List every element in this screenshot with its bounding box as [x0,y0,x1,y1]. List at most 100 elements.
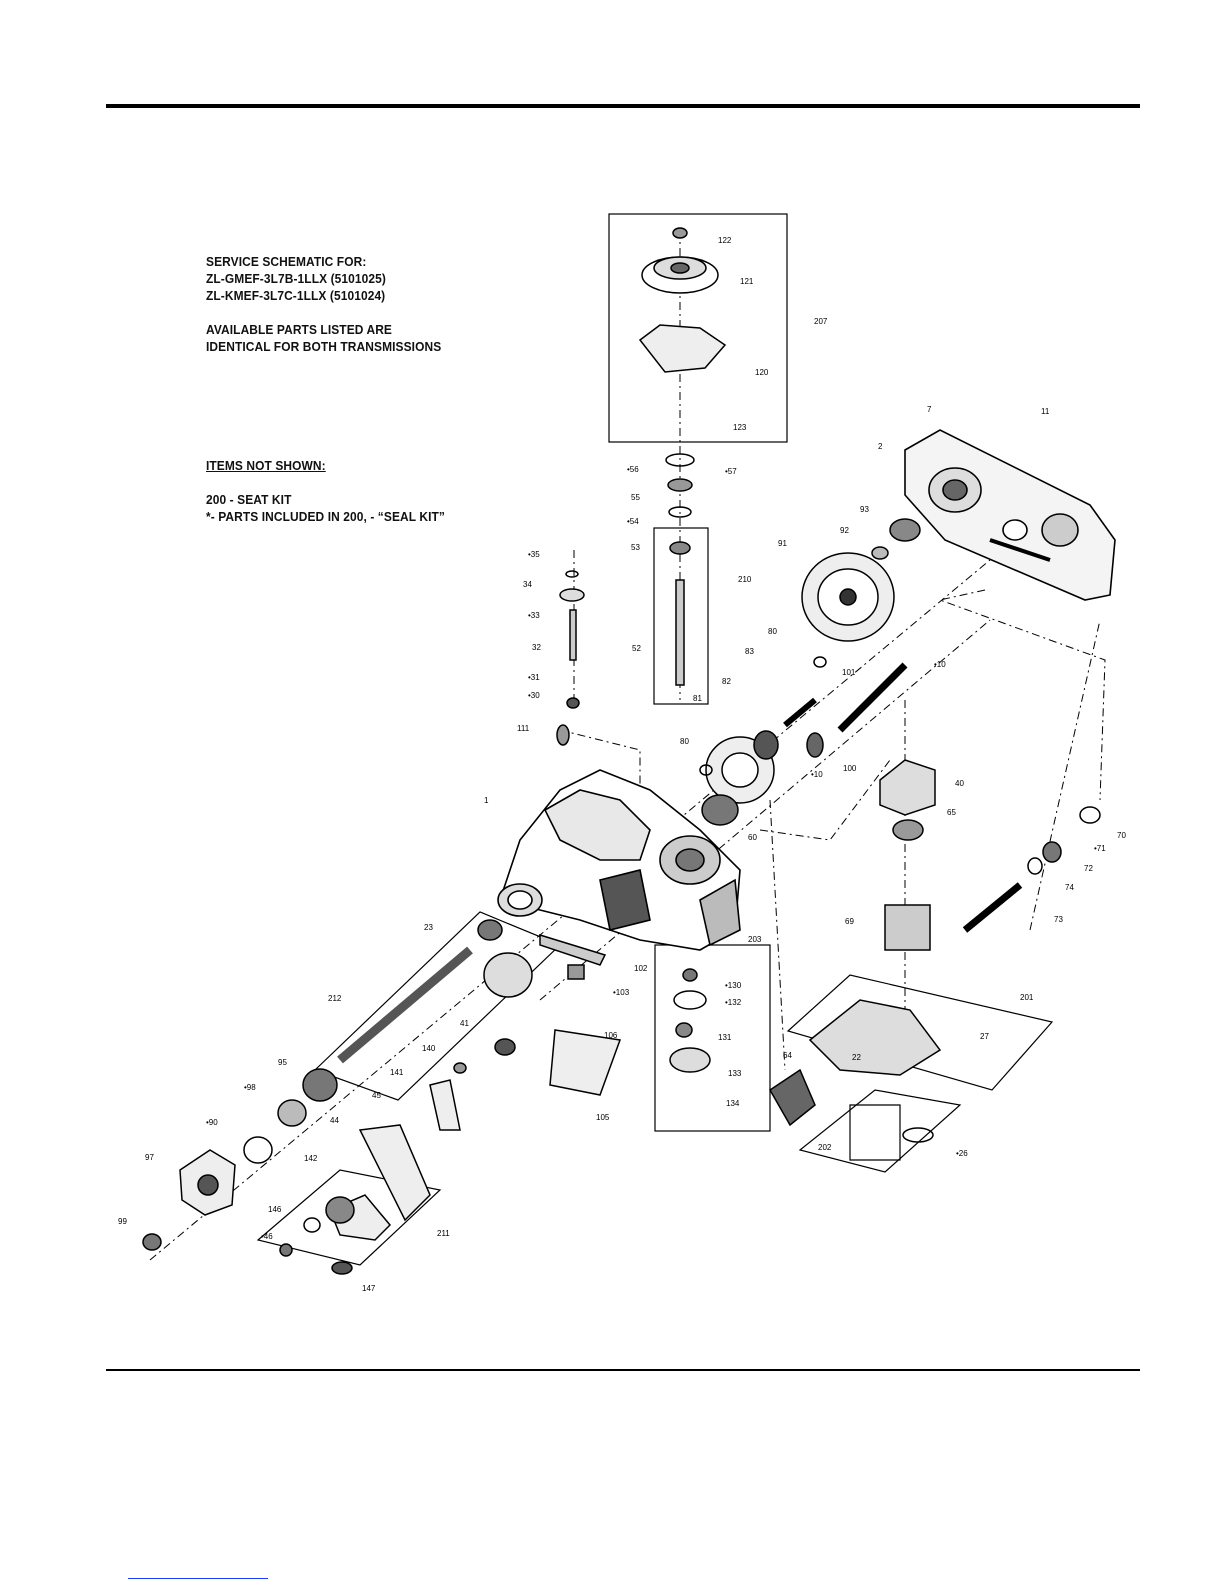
axis-motor [1029,619,1101,931]
part-122 [672,227,688,239]
callout: 80 [768,627,777,636]
callout: 210 [738,575,752,584]
callout: 83 [745,647,754,656]
callout: •57 [725,467,737,476]
footer-link-underline [128,1578,268,1579]
part-65 [892,819,924,841]
callout: •10 [934,660,946,669]
callout: 60 [748,833,757,842]
part-147 [331,1261,353,1275]
part-140 [453,1062,467,1074]
part-56 [667,478,693,492]
part-32 [569,609,577,661]
callout: •26 [956,1149,968,1158]
part-30 [566,697,580,709]
group-box-211 [256,1169,442,1266]
part-35 [565,570,579,578]
callout: 73 [1054,915,1063,924]
callout: 52 [632,644,641,653]
axis-aux [539,619,991,1001]
callout: 34 [523,580,532,589]
part-120-fan [638,324,727,373]
callout: 64 [783,1051,792,1060]
part-132 [673,990,707,1010]
callout: •132 [725,998,742,1007]
callout: 91 [778,539,787,548]
part-41 [494,1038,516,1056]
part-130 [682,968,698,982]
callout: 70 [1117,831,1126,840]
part-80a [813,656,827,668]
group-box-202b [849,1104,901,1161]
callout: 72 [1084,864,1093,873]
part-111 [556,724,570,746]
part-53 [669,541,691,555]
callout: 111 [517,724,530,733]
callout: 44 [330,1116,339,1125]
callout: 2 [878,442,883,451]
callout: 99 [118,1217,127,1226]
available-parts-line-1: AVAILABLE PARTS LISTED ARE [206,322,393,337]
callout: 141 [390,1068,404,1077]
part-103 [567,964,585,980]
callout: 203 [748,935,762,944]
group-box-201 [786,974,1054,1091]
model-number-1: ZL-GMEF-3L7B-1LLX (5101025) [206,271,386,286]
main-housing [497,769,741,951]
leader-70 [938,589,1106,801]
callout: 40 [955,779,964,788]
callout: 101 [842,668,856,677]
callout: 41 [460,1019,469,1028]
callout: 81 [693,694,702,703]
leader-60 [759,759,891,841]
callout: 100 [843,764,857,773]
seat-kit-note: 200 - SEAT KIT [206,492,292,507]
group-box-207 [608,213,788,443]
part-80b [699,764,713,776]
callout: 202 [818,1143,832,1152]
part-98 [277,1099,307,1127]
callout: 207 [814,317,828,326]
callout: 211 [437,1229,450,1238]
callout: 32 [532,643,541,652]
callout: •30 [528,691,540,700]
callout: 212 [328,994,342,1003]
part-26 [902,1127,934,1143]
part-101 [837,662,908,733]
callout: •71 [1094,844,1106,853]
group-box-212 [313,911,562,1101]
cover-plate [904,429,1116,601]
callout: 82 [722,677,731,686]
callout: 1 [484,796,489,805]
callout: 201 [1020,993,1034,1002]
callout-labels: 122 121 207 120 123 7 11 2 •56 •57 55 •5… [118,236,1126,1293]
callout: 74 [1065,883,1074,892]
part-133 [669,1047,711,1073]
callout: 11 [1041,407,1050,416]
callout: 120 [755,368,769,377]
part-70 [1079,806,1101,824]
group-boxes [256,213,1054,1266]
callout: 53 [631,543,640,552]
items-not-shown-heading: ITEMS NOT SHOWN: [206,458,326,473]
callout: •90 [206,1118,218,1127]
callout: 69 [845,917,854,926]
leader-64 [769,799,786,1071]
part-106-shield [549,1029,622,1096]
callout: 55 [631,493,640,502]
callout: 106 [604,1031,618,1040]
leader-111 [559,729,641,790]
callout: 27 [980,1032,989,1041]
part-95 [302,1068,338,1102]
callout: •56 [627,465,639,474]
callout: •130 [725,981,742,990]
part-131 [675,1022,693,1038]
callout: •10 [811,770,823,779]
part-60 [701,794,739,826]
part-83 [783,697,817,728]
callout: •31 [528,673,540,682]
callout: •103 [613,988,630,997]
part-93 [889,518,921,542]
part-46 [279,1243,293,1257]
